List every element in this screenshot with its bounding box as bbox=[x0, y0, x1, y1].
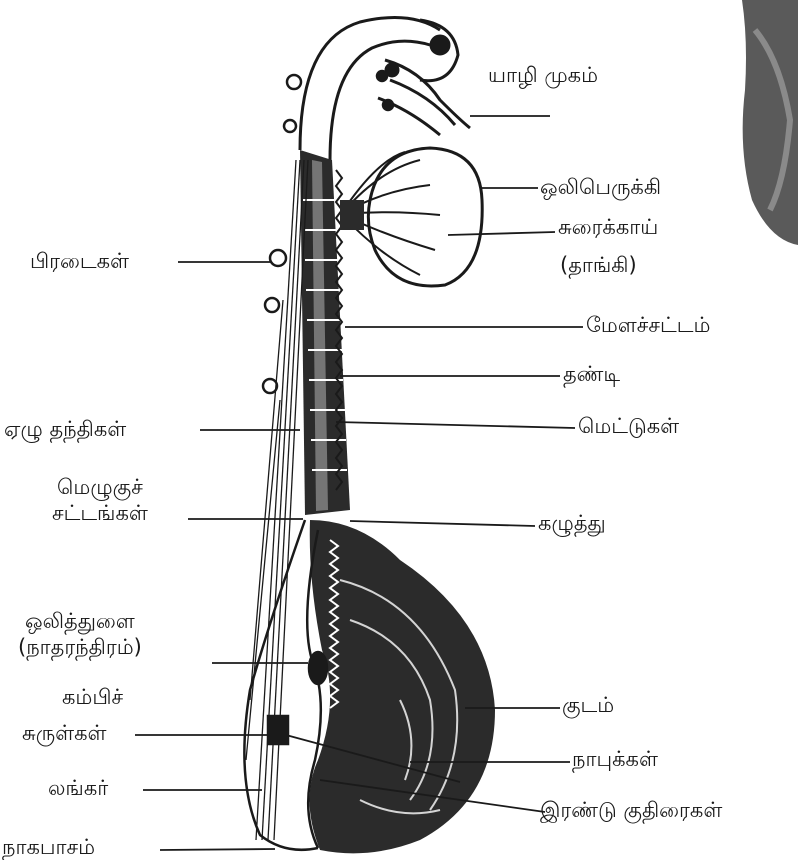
label-olithulai-line1: ஒலித்துளை bbox=[18, 608, 142, 634]
label-thaangi: (தாங்கி) bbox=[560, 252, 637, 278]
label-kambi-line1: கம்பிச் bbox=[62, 684, 123, 710]
label-olipperukki: ஒலிபெருக்கி bbox=[540, 174, 661, 200]
label-naapukkal: நாபுக்கள் bbox=[572, 746, 658, 772]
label-langar: லங்கர் bbox=[48, 775, 108, 801]
label-mettugal: மெட்டுகள் bbox=[578, 413, 679, 439]
photo-fragment bbox=[742, 0, 798, 245]
label-mezhugu-chattangal: மெழுகுச் சட்டங்கள் bbox=[52, 474, 148, 527]
label-suraikkai: சுரைக்காய் bbox=[558, 214, 658, 240]
label-melachattam: மேளச்சட்டம் bbox=[586, 312, 710, 338]
gourd-resonator bbox=[340, 148, 482, 286]
label-olithulai: ஒலித்துளை (நாதரந்திரம்) bbox=[18, 608, 142, 661]
label-kambi-line2: சுருள்கள் bbox=[22, 720, 107, 746]
label-naagapaasam: நாகபாசம் bbox=[2, 834, 95, 860]
label-kazhuthu: கழுத்து bbox=[538, 510, 606, 536]
label-mezhugu-line2: சட்டங்கள் bbox=[52, 500, 148, 526]
label-irandu-kuthiraigal: இரண்டு குதிரைகள் bbox=[540, 797, 722, 823]
label-kudam: குடம் bbox=[562, 692, 614, 718]
label-mezhugu-line1: மெழுகுச் bbox=[52, 474, 148, 500]
label-olithulai-line2: (நாதரந்திரம்) bbox=[18, 634, 142, 660]
label-thandi: தண்டி bbox=[563, 361, 620, 387]
yali-head bbox=[300, 18, 470, 161]
kudam-body bbox=[309, 520, 495, 853]
label-ezhu-thanthigal: ஏழு தந்திகள் bbox=[4, 416, 126, 442]
label-yali-mugam: யாழி முகம் bbox=[488, 62, 598, 88]
label-piradaigal: பிரடைகள் bbox=[30, 248, 129, 274]
